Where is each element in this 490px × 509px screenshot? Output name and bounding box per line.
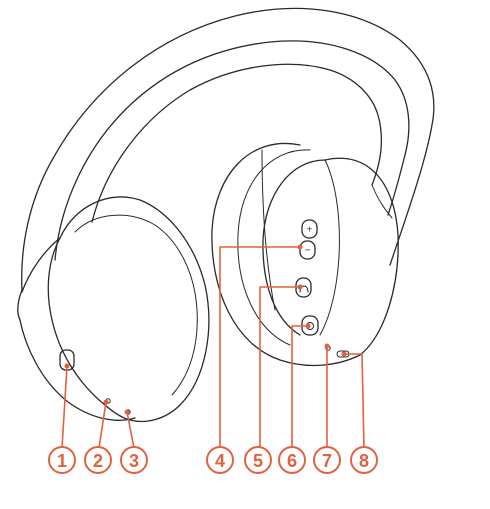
callout-4-number: 4: [215, 451, 225, 471]
callout-2: 2: [84, 446, 112, 474]
volume-up-button: [301, 219, 318, 239]
callout-8: 8: [350, 446, 378, 474]
minus-icon: −: [304, 246, 311, 255]
callout-1-number: 1: [57, 451, 67, 471]
plus-icon: +: [306, 225, 313, 234]
callout-6-number: 6: [287, 451, 297, 471]
right-ear-cup: + −: [211, 142, 399, 367]
callout-5: 5: [244, 446, 272, 474]
callout-4: 4: [206, 446, 234, 474]
left-ear-cup: [19, 196, 210, 423]
callout-8-number: 8: [359, 451, 369, 471]
volume-down-button: [299, 240, 316, 260]
ambient-icon: [299, 285, 309, 293]
leader-lines: [61, 244, 365, 449]
callout-3-number: 3: [129, 451, 139, 471]
callout-6: 6: [278, 446, 306, 474]
callout-5-number: 5: [253, 451, 263, 471]
callout-7: 7: [313, 446, 341, 474]
callout-2-number: 2: [93, 451, 103, 471]
callout-1: 1: [48, 446, 76, 474]
callout-3: 3: [120, 446, 148, 474]
headband: [17, 7, 435, 321]
callout-7-number: 7: [322, 451, 332, 471]
